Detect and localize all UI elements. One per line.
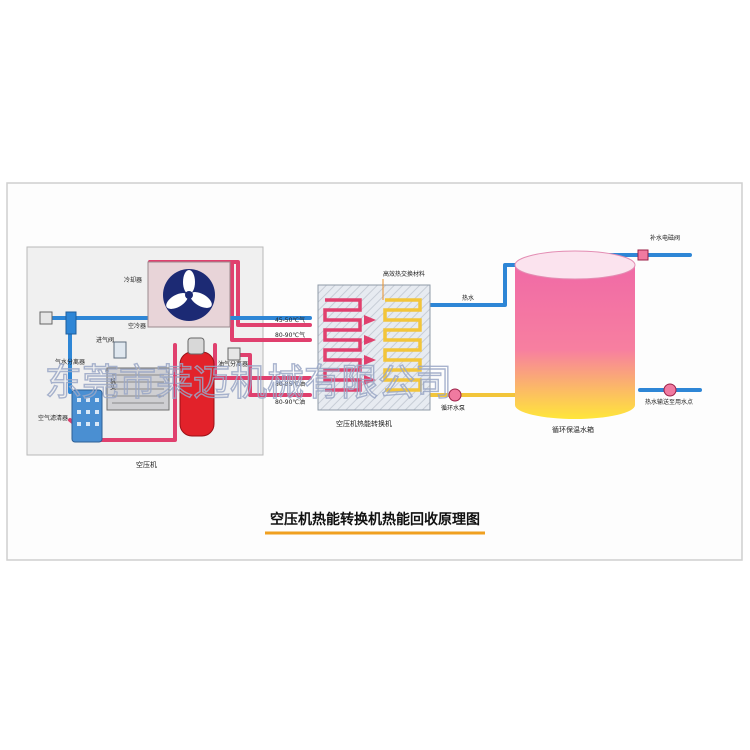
label-makeup-valve: 补水电磁阀 <box>650 234 680 242</box>
label-air-filter: 空气滤清器 <box>38 414 68 422</box>
head-fins <box>112 374 164 404</box>
label-intake-valve: 进气阀 <box>96 336 114 344</box>
label-hot-water: 热水 <box>462 294 474 302</box>
makeup-valve-icon <box>637 249 649 261</box>
label-exchanger: 空压机热能转换机 <box>336 419 392 428</box>
label-gas-water-separator: 气水分离器 <box>55 358 85 366</box>
label-temp-80-90-oil: 80-90℃油 <box>275 398 305 406</box>
label-cooling-air: 空冷器 <box>128 322 146 330</box>
air-filter-pattern <box>77 398 99 426</box>
exchanger-coils <box>323 298 422 392</box>
circulation-pump-icon <box>448 388 462 402</box>
outlet-pump-icon <box>663 383 677 397</box>
label-oil-separator: 油气分离器 <box>218 360 248 368</box>
label-tank: 循环保温水箱 <box>552 425 594 434</box>
label-cooler: 冷却器 <box>124 276 142 284</box>
gas-water-separator <box>65 311 77 335</box>
hot-oil-pipe-2 <box>236 353 312 397</box>
water-tank <box>515 265 635 419</box>
label-exchanger-material: 高效热交换材料 <box>383 270 425 278</box>
intake-valve <box>113 341 127 359</box>
label-outlet: 热水输送至用水点 <box>645 398 693 406</box>
air-filter <box>71 389 103 443</box>
hot-gas-pipe-2 <box>230 260 312 342</box>
hot-oil-pipe <box>213 343 312 380</box>
label-circulation-pump: 循环水泵 <box>441 404 465 412</box>
water-tank-top <box>514 250 636 280</box>
heat-flow-arrows <box>364 315 376 385</box>
diagram-title: 空压机热能转换机热能回收原理图 <box>270 511 480 528</box>
inlet-valve <box>39 311 53 325</box>
label-temp-80-90-gas: 80-90℃气 <box>275 331 305 339</box>
gauge-block <box>227 347 241 361</box>
label-head: 机头 <box>109 377 116 391</box>
watermark: 东莞市莱迈机械有限公司 <box>45 361 452 404</box>
label-temp-80-85: 80-85℃油 <box>275 380 305 388</box>
label-compressor: 空压机 <box>136 460 157 469</box>
oil-separator-cap <box>187 337 205 355</box>
label-temp-45-50: 45-50℃气 <box>275 316 305 324</box>
fan-icon <box>166 270 212 309</box>
